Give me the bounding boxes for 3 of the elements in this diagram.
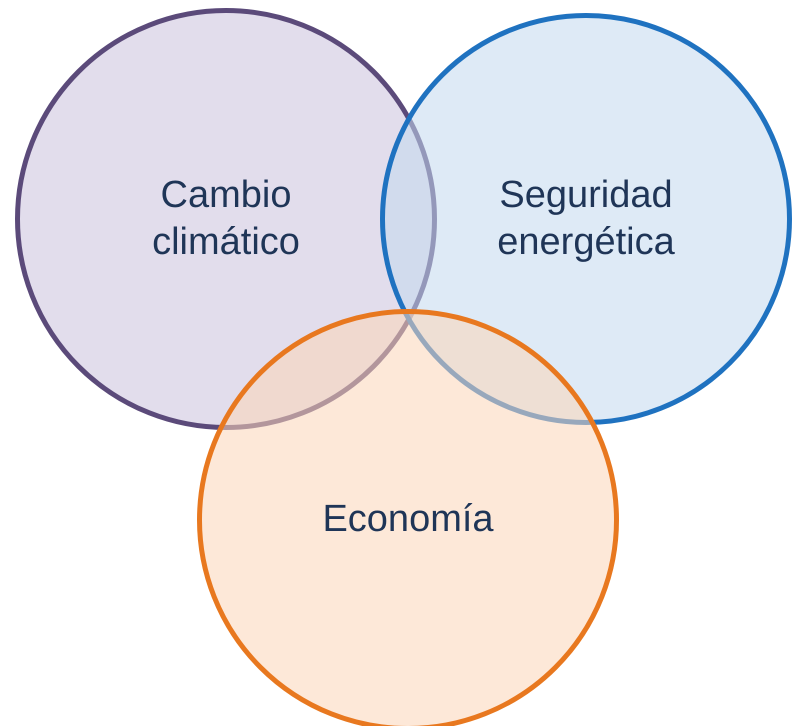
circle-label: Economía [321, 497, 495, 542]
circle-label: Cambio climático [151, 172, 301, 265]
circle-label: Seguridad energética [496, 172, 676, 265]
